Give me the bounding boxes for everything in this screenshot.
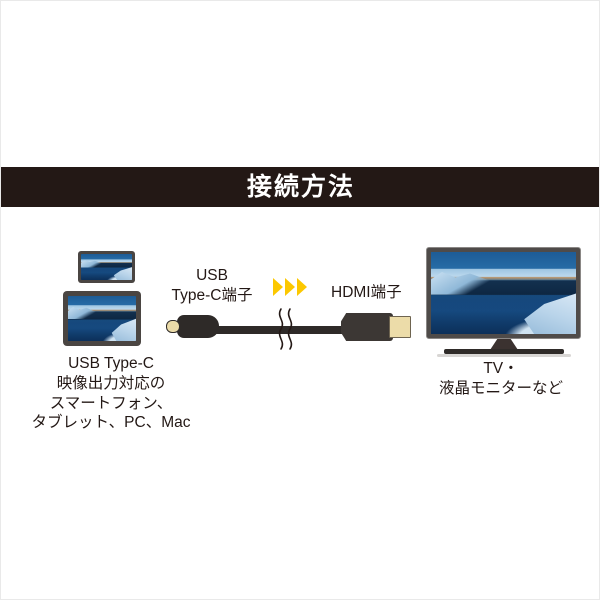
source-devices-caption: USB Type-C 映像出力対応の スマートフォン、 タブレット、PC、Mac	[11, 354, 211, 433]
hdmi-connector-tip	[389, 316, 411, 338]
title-banner: 接続方法	[1, 167, 599, 207]
page-title: 接続方法	[246, 172, 355, 201]
television-stand-base	[444, 349, 564, 354]
chevron-right-icon	[273, 278, 283, 296]
usbc-label-line-2: Type-C端子	[171, 286, 253, 304]
display-devices-caption: TV・ 液晶モニターなど	[401, 359, 599, 399]
source-caption-line-3: スマートフォン、	[49, 394, 173, 412]
television-stand-neck	[490, 339, 518, 350]
direction-arrows	[273, 278, 307, 296]
chevron-right-icon	[285, 278, 295, 296]
hdmi-port-label: HDMI端子	[331, 284, 402, 301]
landscape-wallpaper	[68, 296, 136, 341]
usb-c-connector-tip	[166, 320, 180, 333]
display-caption-line-1: TV・	[483, 360, 519, 377]
cable-break-mark-icon	[278, 308, 293, 350]
landscape-wallpaper	[81, 254, 132, 280]
chevron-right-icon	[297, 278, 307, 296]
tablet-screen	[68, 296, 136, 341]
usbc-label-line-1: USB	[196, 267, 228, 284]
display-caption-line-2: 液晶モニターなど	[438, 379, 563, 397]
landscape-wallpaper	[431, 252, 576, 334]
source-caption-line-4: タブレット、PC、Mac	[31, 414, 191, 432]
smartphone-device	[78, 251, 135, 283]
source-caption-line-1: USB Type-C	[68, 355, 154, 372]
smartphone-screen	[81, 254, 132, 280]
television-device	[426, 247, 581, 339]
television-stand-shadow	[437, 354, 571, 357]
television-screen	[431, 252, 576, 334]
tablet-device	[63, 291, 141, 346]
source-caption-line-2: 映像出力対応の	[56, 374, 166, 392]
cable-wire	[197, 326, 367, 334]
usb-c-connector-housing	[177, 315, 219, 338]
usbc-port-label: USB Type-C端子	[152, 266, 272, 306]
hdmi-connector-housing	[341, 313, 393, 341]
